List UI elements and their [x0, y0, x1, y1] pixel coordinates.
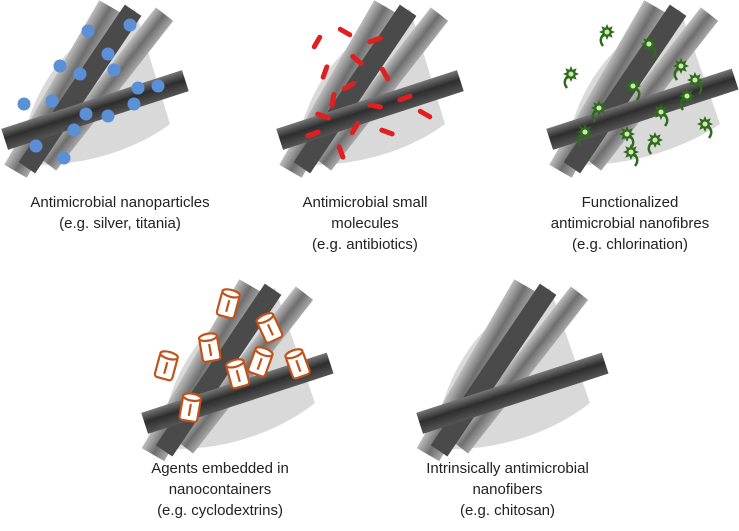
small-molecule-dash — [379, 66, 391, 82]
nanoparticle-dot — [107, 63, 121, 77]
caption-nanoparticles: Antimicrobial nanoparticles (e.g. silver… — [30, 194, 210, 232]
fiber-mat-image — [546, 0, 739, 178]
nanocontainer-cylinder — [255, 312, 284, 344]
functional-group-star — [625, 78, 641, 101]
small-molecule-dash — [350, 53, 364, 67]
nanoparticle-dot — [29, 139, 43, 153]
fiber-mat-image — [1, 0, 189, 178]
functional-group-star — [647, 132, 663, 155]
fiber-mat-image — [141, 279, 334, 462]
functional-group-star — [697, 116, 713, 139]
panel-nanocontainers: Agents embedded in nanocontainers (e.g. … — [141, 279, 334, 519]
functional-group-star — [687, 72, 703, 95]
fiber-mat-image — [416, 279, 609, 462]
nanocontainer-cylinder — [215, 288, 241, 320]
nanoparticle-dot — [127, 97, 141, 111]
nanoparticle-dot — [151, 79, 165, 93]
small-molecule-dash — [315, 111, 331, 121]
nanoparticle-dot — [101, 109, 115, 123]
small-molecule-dash — [320, 64, 330, 80]
nanoparticle-dot — [101, 47, 115, 61]
panel-intrinsic: Intrinsically antimicrobial nanofibers (… — [416, 279, 609, 519]
nanoparticle-dot — [123, 18, 137, 32]
functional-group-star — [653, 104, 669, 127]
caption-nanocontainers: Agents embedded in nanocontainers (e.g. … — [151, 460, 289, 519]
nanocontainer-cylinder — [178, 392, 203, 424]
functional-group-star — [641, 36, 657, 59]
panel-nanoparticles: Antimicrobial nanoparticles (e.g. silver… — [1, 0, 210, 232]
nanoparticle-dot — [67, 123, 81, 137]
nanoparticle-dot — [81, 24, 95, 38]
caption-small-molecules: Antimicrobial small molecules (e.g. anti… — [302, 194, 428, 253]
nanocontainer-cylinder — [247, 346, 274, 378]
functional-group-star — [673, 58, 689, 81]
nanoparticle-dot — [57, 151, 71, 165]
functional-group-star — [591, 100, 607, 123]
nanoparticle-dot — [45, 94, 59, 108]
nanoparticle-dot — [17, 97, 31, 111]
caption-intrinsic: Intrinsically antimicrobial nanofibers (… — [426, 460, 589, 519]
functional-group-star — [563, 66, 579, 89]
small-molecule-dash — [349, 120, 361, 136]
functional-group-star — [599, 24, 615, 47]
nanoparticle-dot — [53, 59, 67, 73]
functional-group-star — [619, 126, 635, 149]
nanocontainer-cylinder — [197, 332, 222, 364]
functional-group-star — [577, 124, 593, 147]
small-molecule-dash — [311, 34, 323, 50]
functional-group-star — [679, 88, 695, 111]
nanocontainer-cylinder — [153, 350, 179, 382]
small-molecule-dash — [341, 80, 357, 92]
fiber-mat-image — [276, 0, 464, 178]
panel-functionalized: Functionalized antimicrobial nanofibres … — [546, 0, 739, 253]
small-molecule-dash — [336, 144, 346, 160]
small-molecule-dash — [329, 92, 337, 108]
small-molecule-dash — [397, 93, 413, 103]
functional-group-star — [623, 144, 639, 167]
panel-small-molecules: Antimicrobial small molecules (e.g. anti… — [276, 0, 464, 253]
small-molecule-dash — [337, 26, 353, 38]
small-molecule-dash — [379, 127, 395, 137]
nanoparticle-dot — [73, 67, 87, 81]
nanocontainer-cylinder — [225, 358, 251, 390]
nanoparticle-dot — [131, 81, 145, 95]
nanoparticle-dot — [79, 107, 93, 121]
small-molecule-dash — [367, 35, 383, 45]
nanocontainer-cylinder — [284, 348, 311, 380]
small-molecule-dash — [305, 129, 321, 139]
small-molecule-dash — [417, 108, 433, 120]
small-molecule-dash — [367, 102, 383, 110]
caption-functionalized: Functionalized antimicrobial nanofibres … — [550, 194, 710, 253]
